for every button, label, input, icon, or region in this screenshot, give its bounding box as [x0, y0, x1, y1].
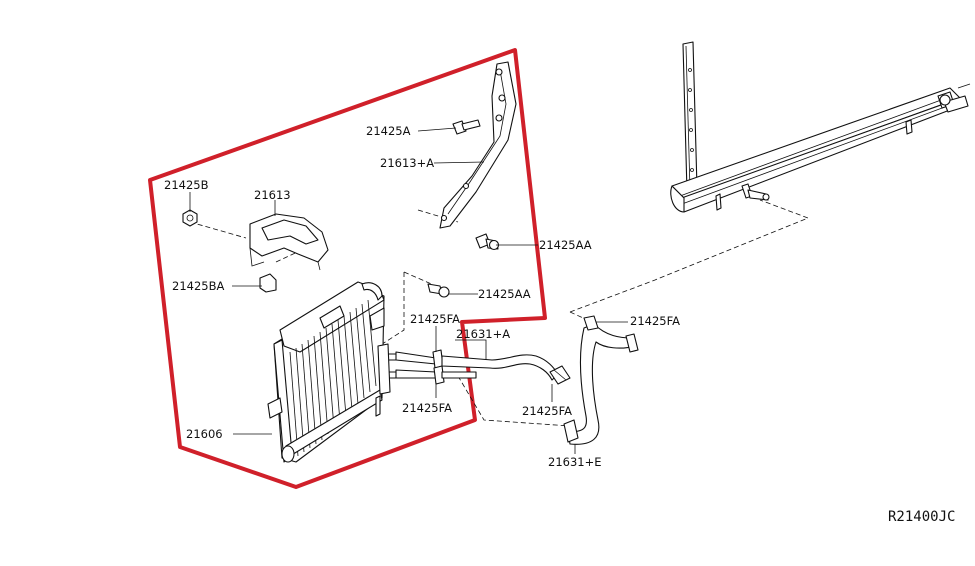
reference-code: R21400JC — [888, 509, 955, 525]
label-hose-lower: 21631+E — [548, 455, 602, 469]
clip-left — [259, 273, 277, 293]
label-bolt-mid-lower: 21425AA — [478, 287, 531, 301]
hose-lower — [441, 323, 639, 445]
cover-bracket — [249, 213, 329, 271]
label-hose-upper: 21631+A — [456, 327, 510, 341]
clamp-lower — [433, 365, 445, 385]
label-bracket-upper: 21613+A — [380, 156, 434, 170]
bolt-top — [452, 119, 481, 135]
upper-bracket — [439, 61, 517, 229]
radiator — [670, 41, 971, 213]
label-clip-left: 21425BA — [172, 279, 224, 293]
clamp-hose-end — [583, 315, 599, 331]
label-nut-left: 21425B — [164, 178, 209, 192]
label-clamp-right: 21425FA — [630, 314, 680, 328]
nut-left — [182, 209, 198, 227]
oil-cooler — [267, 281, 437, 463]
label-clamp-hose-end: 21425FA — [522, 404, 572, 418]
label-bolt-top: 21425A — [366, 124, 411, 138]
bolt-mid-lower — [427, 283, 450, 298]
label-cover: 21613 — [254, 188, 291, 202]
bolt-mid-upper — [475, 233, 500, 251]
label-clamp-upper: 21425FA — [410, 312, 460, 326]
label-cooler: 21606 — [186, 427, 223, 441]
labels: 21425A 21613+A 21425B 21613 21425AA 2142… — [164, 124, 955, 525]
label-clamp-lower: 21425FA — [402, 401, 452, 415]
leader-lines — [189, 127, 628, 454]
highlight-boundary — [148, 48, 547, 489]
hose-upper — [441, 354, 571, 385]
label-bolt-mid-upper: 21425AA — [539, 238, 592, 252]
installation-lines — [189, 199, 810, 427]
